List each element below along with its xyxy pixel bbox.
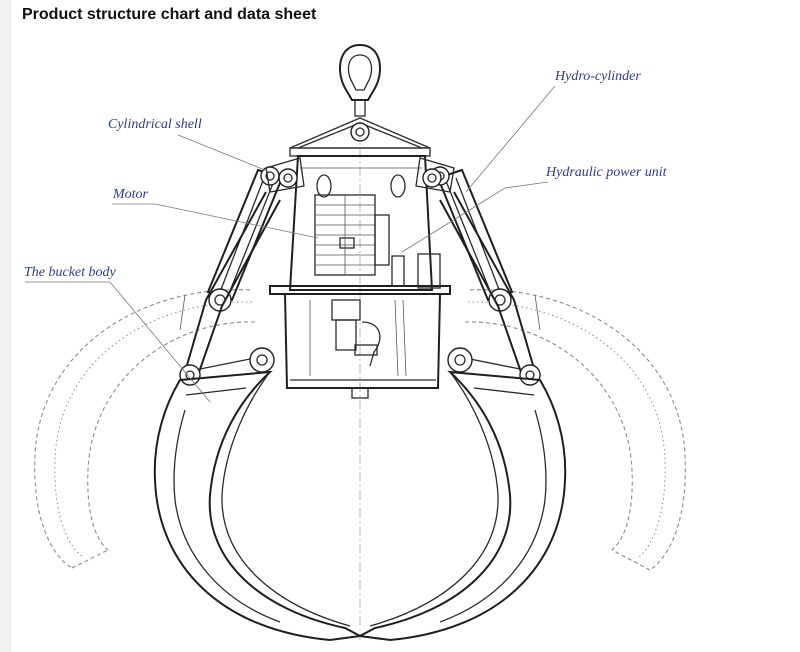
leader-cylindrical-shell <box>177 134 271 173</box>
leader-hydraulic-power-unit <box>401 181 549 253</box>
top-yoke <box>289 117 431 157</box>
bucket-tine-right <box>356 370 567 642</box>
tine-arm-right <box>439 191 541 386</box>
page-left-rule <box>0 0 11 652</box>
label-cylindrical-shell: Cylindrical shell <box>108 117 202 132</box>
label-hydraulic-power-unit: Hydraulic power unit <box>545 165 668 180</box>
hydraulic-unit-housing <box>269 253 451 399</box>
leader-motor <box>112 203 319 239</box>
motor-housing <box>288 155 434 291</box>
tine-arm-left <box>179 191 281 386</box>
bucket-tine-left <box>153 370 364 642</box>
leader-bucket-body <box>25 281 211 403</box>
leader-hydro-cylinder <box>465 85 556 193</box>
page-title: Product structure chart and data sheet <box>22 6 317 23</box>
upper-pivot-pins <box>265 157 455 193</box>
hanging-ring <box>339 43 381 117</box>
motor-unit <box>314 194 390 276</box>
label-motor: Motor <box>112 187 149 202</box>
open-tine-outline-left <box>34 289 256 569</box>
open-tine-outline-right <box>464 289 686 571</box>
label-hydro-cylinder: Hydro-cylinder <box>554 69 641 84</box>
label-bucket-body: The bucket body <box>24 265 117 280</box>
